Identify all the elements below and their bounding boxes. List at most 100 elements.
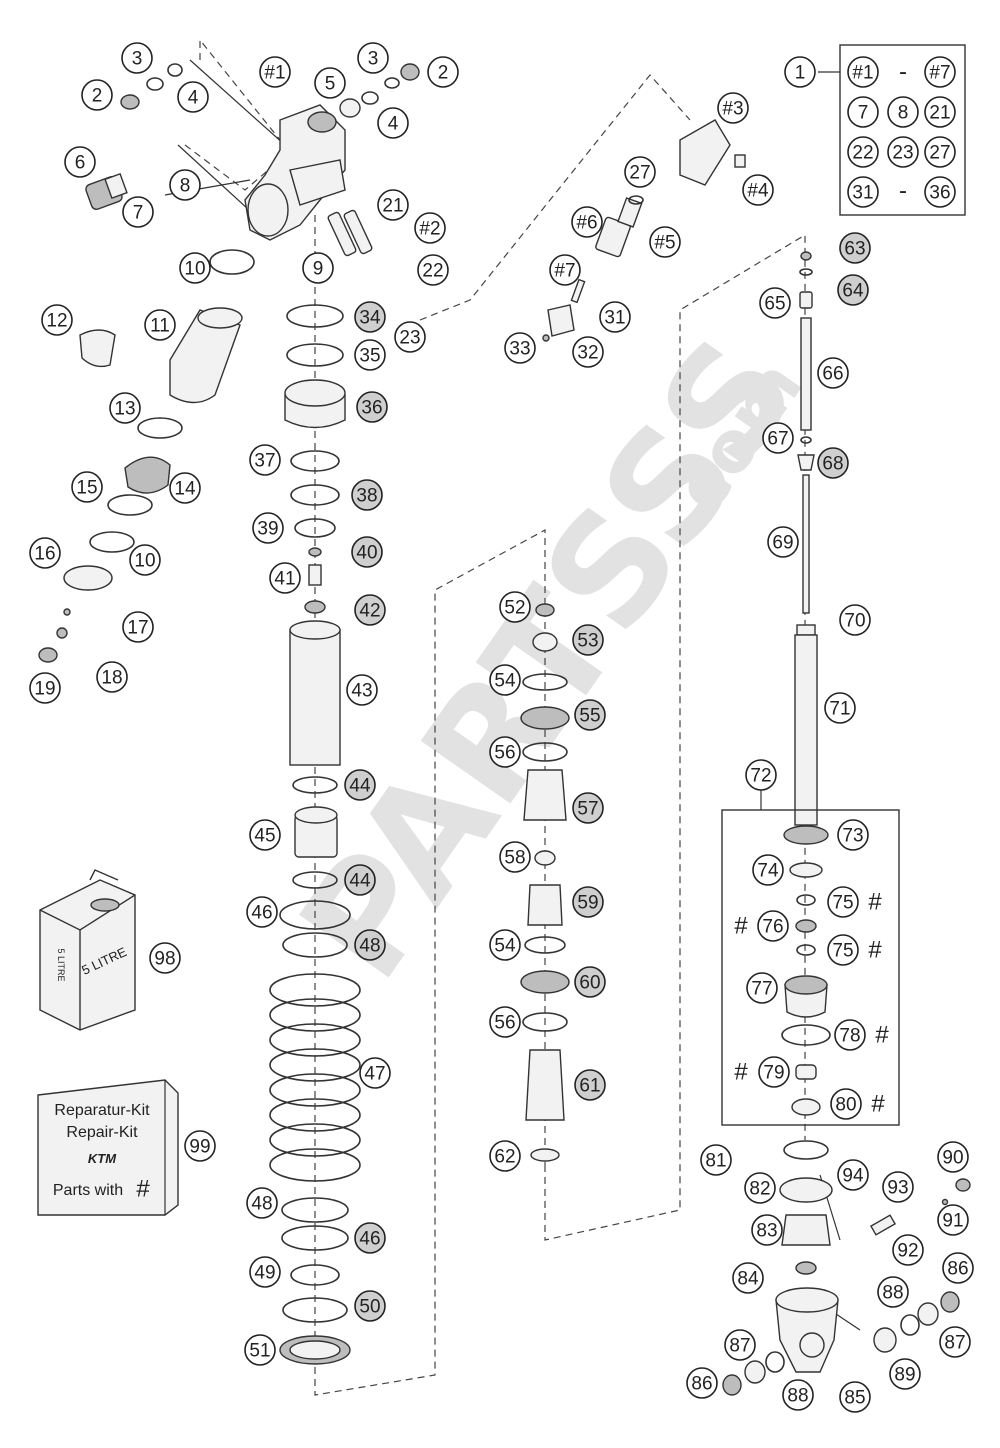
callout-79: 79 (758, 1056, 790, 1088)
callout-circle (246, 896, 278, 928)
callout-number: 21 (929, 103, 950, 124)
callout-18: 18 (96, 661, 128, 693)
callout-3: 3 (357, 42, 389, 74)
callout-circle (64, 146, 96, 178)
callout-number: 16 (34, 544, 55, 565)
callout-circle (346, 674, 378, 706)
reservoir-assembly (38, 307, 243, 663)
callout-number: #3 (722, 99, 743, 120)
callout-number: 85 (844, 1388, 865, 1409)
callout-86: 86 (942, 1252, 974, 1284)
callout-4: 4 (177, 81, 209, 113)
callout-circle (574, 966, 606, 998)
callout-64: 64 (837, 274, 869, 306)
callout-number: 67 (767, 429, 788, 450)
reservoir-valve-parts (542, 119, 746, 342)
callout-circle (109, 392, 141, 424)
repair-kit-hash: # (136, 1176, 150, 1203)
callout-number: 51 (249, 1341, 270, 1362)
callout-circle (892, 1234, 924, 1266)
callout-27: 27 (624, 156, 656, 188)
callout-circle (177, 81, 209, 113)
callout-number: 73 (842, 826, 863, 847)
callout-45: 45 (249, 819, 281, 851)
callout-circle (942, 1252, 974, 1284)
callout-4: 4 (377, 107, 409, 139)
callout-number: 40 (356, 543, 377, 564)
callout-circle (751, 1214, 783, 1246)
legend-dash-1: - (899, 59, 907, 86)
callout-62: 62 (489, 1140, 521, 1172)
callout-number: #4 (747, 181, 769, 202)
callout-circle (184, 1130, 216, 1162)
callout-hash-7: #7 (549, 254, 581, 286)
callout-number: 31 (852, 183, 873, 204)
callout-number: 35 (359, 346, 380, 367)
callout-12: 12 (41, 304, 73, 336)
callout-number: 93 (887, 1178, 908, 1199)
callout-31: 31 (847, 176, 879, 208)
callout-number: 66 (822, 364, 843, 385)
callout-circle (249, 444, 281, 476)
callout-circle (122, 196, 154, 228)
callout-50: 50 (354, 1290, 386, 1322)
callout-46: 46 (354, 1222, 386, 1254)
callout-circle (41, 304, 73, 336)
callout-circle (249, 1256, 281, 1288)
shim-stack-column (520, 603, 570, 1162)
callout-73: 73 (837, 819, 869, 851)
callout-33: 33 (504, 332, 536, 364)
callout-23: 23 (887, 136, 919, 168)
callout-78: 78 (834, 1019, 866, 1051)
callout-circle (574, 699, 606, 731)
callout-53: 53 (572, 624, 604, 656)
callout-number: 5 (325, 74, 336, 95)
callout-21: 21 (377, 189, 409, 221)
hash-marker-76: # (734, 913, 748, 940)
callout-number: 3 (132, 49, 143, 70)
callout-number: 54 (494, 671, 516, 692)
callout-circle (599, 301, 631, 333)
callout-circle (246, 1187, 278, 1219)
callout-number: 8 (898, 103, 909, 124)
callout-5: 5 (314, 67, 346, 99)
callout-circle (784, 56, 816, 88)
callout-circle (827, 934, 859, 966)
callout-82: 82 (744, 1172, 776, 1204)
callout-77: 77 (746, 972, 778, 1004)
callout-3: 3 (121, 42, 153, 74)
lower-clevis-assembly (722, 1140, 971, 1396)
callout-circle (354, 1290, 386, 1322)
callout-84: 84 (732, 1262, 764, 1294)
callout-circle (489, 1140, 521, 1172)
callout-number: 56 (494, 743, 515, 764)
callout-number: 42 (359, 601, 380, 622)
callout-circle (249, 819, 281, 851)
callout-hash-1: #1 (259, 56, 291, 88)
callout-94: 94 (837, 1159, 869, 1191)
callout-11: 11 (144, 309, 176, 341)
hash-marker-80: # (871, 1091, 885, 1118)
canister-label-side: 5 LITRE (56, 948, 66, 981)
callout-number: 82 (749, 1179, 770, 1200)
callout-circle (427, 56, 459, 88)
callout-99: 99 (184, 1130, 216, 1162)
kit-part-markers: # # # # # # (734, 889, 889, 1118)
callout-number: 53 (577, 631, 598, 652)
callout-number: 48 (359, 936, 380, 957)
callout-number: 76 (762, 917, 783, 938)
callout-number: #1 (264, 63, 285, 84)
callout-number: 54 (494, 936, 516, 957)
callout-number: 86 (691, 1374, 712, 1395)
callout-circle (359, 1057, 391, 1089)
callout-number: 59 (577, 893, 598, 914)
callout-number: 8 (180, 176, 191, 197)
oil-canister-98: 5 LITRE 5 LITRE (39, 869, 136, 1031)
callout-number: 4 (388, 114, 399, 135)
callout-number: 14 (174, 479, 196, 500)
hash-marker-75a: # (868, 889, 882, 916)
callout-87: 87 (939, 1326, 971, 1358)
callout-86: 86 (686, 1367, 718, 1399)
callout-circle (179, 252, 211, 284)
